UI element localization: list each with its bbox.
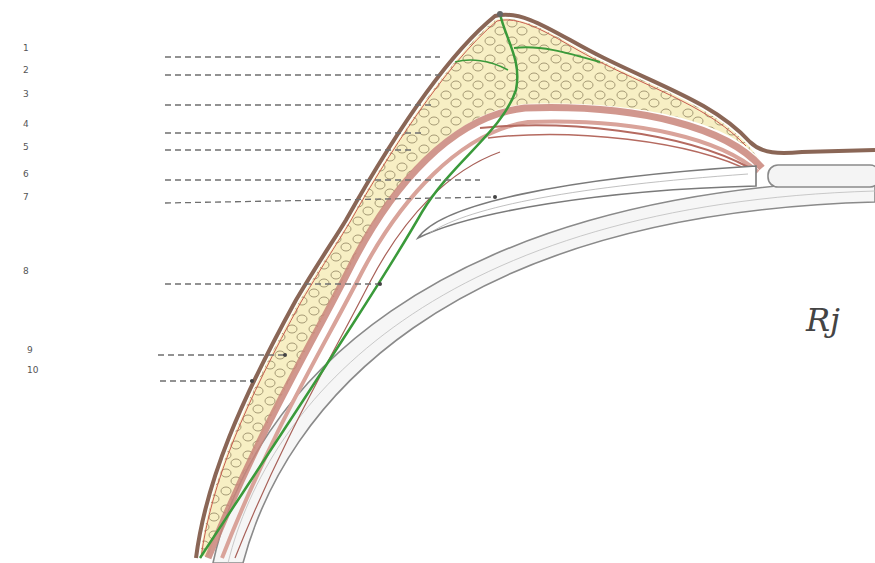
nerve-branch xyxy=(455,60,508,70)
leader-dots xyxy=(250,195,497,383)
globe-inner-line xyxy=(228,191,875,563)
callout-number: 1 xyxy=(22,44,30,53)
tarsal-plate xyxy=(418,166,756,238)
dermis-line xyxy=(201,20,746,558)
callout-number: 2 xyxy=(22,66,30,75)
globe-band xyxy=(213,180,875,563)
callout-number: 4 xyxy=(22,120,30,129)
levator-muscle xyxy=(222,122,758,558)
vessel-dot xyxy=(497,11,503,17)
callout-number: 10 xyxy=(26,366,39,375)
callout-number: 3 xyxy=(22,90,30,99)
callout-number: 8 xyxy=(22,267,30,276)
callout-number: 9 xyxy=(26,346,34,355)
skin-outline xyxy=(196,15,875,558)
orbital-fat xyxy=(200,19,760,556)
tarsal-line xyxy=(430,174,748,233)
callout-number: 5 xyxy=(22,143,30,152)
muscle-fibres xyxy=(488,135,752,172)
lid-margin-band xyxy=(768,165,875,187)
orbicularis-muscle xyxy=(208,108,762,558)
callout-number: 7 xyxy=(22,193,30,202)
leader-lines xyxy=(158,57,495,381)
callout-number: 6 xyxy=(22,170,30,179)
nerve-line xyxy=(200,14,517,558)
signature: Rj xyxy=(806,304,840,336)
muscle-fibres xyxy=(480,125,750,168)
nerve-branch xyxy=(514,47,600,62)
